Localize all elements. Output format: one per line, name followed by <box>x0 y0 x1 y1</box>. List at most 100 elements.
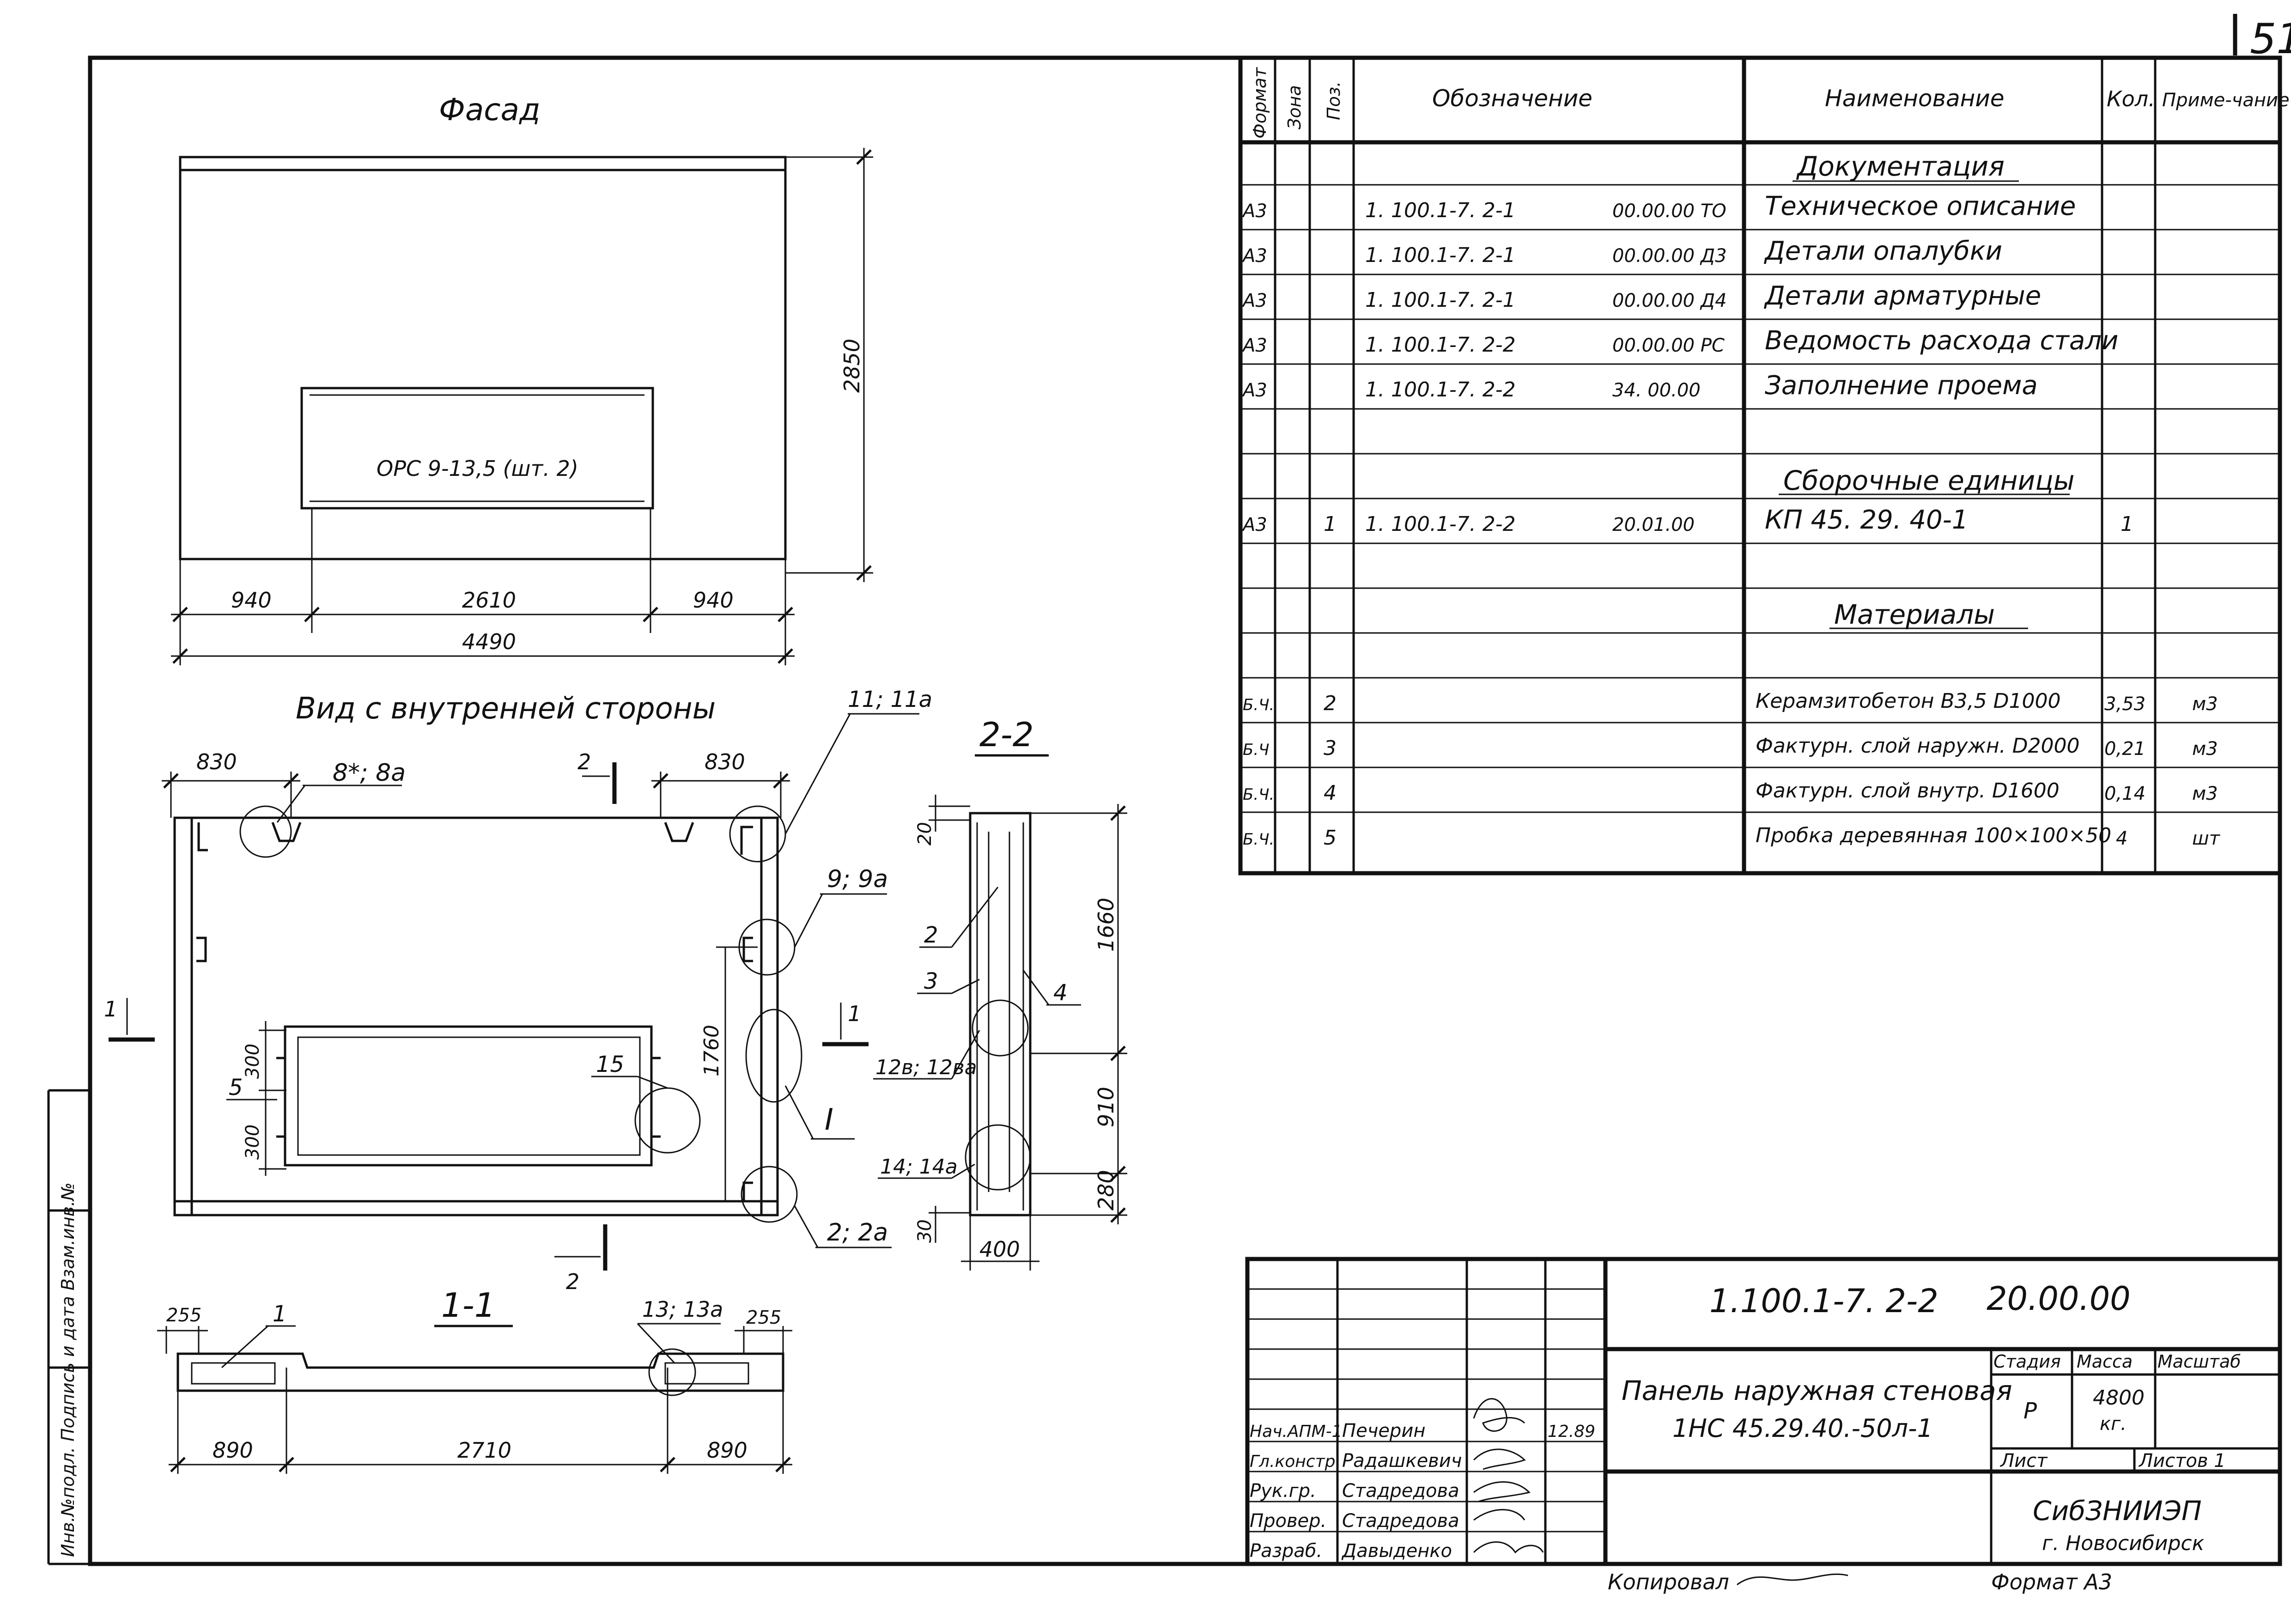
svg-text:А3: А3 <box>1241 290 1267 311</box>
svg-text:м3: м3 <box>2192 738 2218 760</box>
svg-text:1. 100.1-7. 2-2: 1. 100.1-7. 2-2 <box>1365 512 1516 536</box>
svg-text:4: 4 <box>2116 828 2127 849</box>
stage-label: Стадия <box>1993 1351 2061 1372</box>
hdr-note: Приме-чание <box>2162 90 2290 111</box>
svg-text:А3: А3 <box>1241 514 1267 535</box>
signature <box>1473 1481 1531 1502</box>
svg-text:00.00.00 Д4: 00.00.00 Д4 <box>1612 290 1727 311</box>
svg-text:00.00.00 ТО: 00.00.00 ТО <box>1612 201 1726 222</box>
section-materials: Материалы <box>1834 599 1995 630</box>
format-label: Формат А3 <box>1991 1569 2112 1594</box>
callout-p14: 14; 14а <box>880 1155 958 1179</box>
section-assemblies: Сборочные единицы <box>1783 465 2075 496</box>
dim-830-left: 830 <box>196 749 237 774</box>
svg-text:Техническое описание: Техническое описание <box>1765 191 2076 221</box>
sign-date: 12.89 <box>1548 1422 1595 1441</box>
callout-2: 2; 2а <box>827 1219 888 1247</box>
staff-name: Печерин <box>1342 1420 1425 1442</box>
signature <box>1473 1541 1544 1554</box>
section-11-profile <box>176 1352 784 1392</box>
svg-text:00.00.00 Д3: 00.00.00 Д3 <box>1612 245 1727 267</box>
dim-1760: 1760 <box>700 1025 723 1077</box>
svg-text:Пробка деревянная 100×100×50: Пробка деревянная 100×100×50 <box>1756 824 2111 847</box>
svg-text:1. 100.1-7. 2-1: 1. 100.1-7. 2-1 <box>1365 199 1516 222</box>
svg-text:Б.Ч.: Б.Ч. <box>1243 785 1274 804</box>
svg-text:Керамзитобетон В3,5 D1000: Керамзитобетон В3,5 D1000 <box>1756 689 2060 713</box>
spec-row: А3 1. 100.1-7. 2-1 00.00.00 Д3 Детали оп… <box>1241 236 2002 267</box>
hdr-zone: Зона <box>1284 85 1305 129</box>
product-name-1: Панель наружная стеновая <box>1622 1375 2012 1406</box>
spec-row: А3 1. 100.1-7. 2-2 34. 00.00 Заполнение … <box>1241 371 2038 401</box>
mass-unit: кг. <box>2100 1413 2127 1435</box>
stage-value: Р <box>2024 1398 2037 1424</box>
svg-text:шт: шт <box>2192 828 2221 849</box>
svg-text:34. 00.00: 34. 00.00 <box>1612 380 1701 401</box>
dim-940-right: 940 <box>693 588 734 613</box>
staff-name: Стадредова <box>1342 1480 1459 1502</box>
svg-text:3: 3 <box>1324 736 1337 760</box>
dim-300-a: 300 <box>242 1044 263 1079</box>
dim-30: 30 <box>914 1219 936 1243</box>
facade-view: Фасад ОРС 9-13,5 (шт. 2) 2850 940 2610 9… <box>171 92 873 665</box>
cut-2-bottom: 2 <box>566 1269 579 1294</box>
svg-text:1. 100.1-7. 2-2: 1. 100.1-7. 2-2 <box>1365 378 1516 401</box>
side-stamp-text: Инв.№подл. Подпись и дата Взам.инв.№ <box>58 1182 78 1557</box>
svg-text:0,14: 0,14 <box>2104 783 2145 804</box>
callout-11: 11; 11а <box>848 687 932 712</box>
sheet-label: Лист <box>1999 1450 2048 1472</box>
staff-role: Разраб. <box>1250 1540 1322 1562</box>
svg-text:Ведомость расхода стали: Ведомость расхода стали <box>1765 326 2118 356</box>
doc-code: 1.100.1-7. 2-2 <box>1709 1282 1939 1320</box>
staff-name: Давыденко <box>1341 1540 1452 1562</box>
callout-9: 9; 9а <box>827 865 888 893</box>
dim-300-b: 300 <box>242 1125 263 1160</box>
svg-text:м3: м3 <box>2192 783 2218 804</box>
dim-890-left: 890 <box>213 1438 253 1463</box>
copied-label: Копировал <box>1608 1569 1729 1594</box>
sheet-number: 51 <box>2250 15 2291 63</box>
product-name-2: 1НС 45.29.40.-50л-1 <box>1672 1414 1933 1443</box>
sheets-label: Листов 1 <box>2138 1450 2226 1472</box>
sheet-number-box: 51 <box>2233 14 2291 63</box>
callout-I: I <box>825 1103 833 1137</box>
dim-400: 400 <box>979 1237 1020 1262</box>
svg-text:Заполнение проема: Заполнение проема <box>1765 371 2038 401</box>
inner-panel <box>173 816 779 1216</box>
spec-table: Формат Зона Поз. Обозначение Наименовани… <box>1238 55 2290 876</box>
hdr-name: Наименование <box>1825 85 2005 112</box>
callout-8: 8*; 8а <box>333 759 406 787</box>
dim-940-left: 940 <box>231 588 272 613</box>
section-2-2: 2-2 1660 910 280 20 30 400 <box>873 715 1127 1271</box>
svg-text:А3: А3 <box>1241 380 1267 401</box>
svg-text:1: 1 <box>1324 512 1337 536</box>
staff-role: Провер. <box>1250 1510 1326 1532</box>
dim-910: 910 <box>1094 1087 1118 1127</box>
scale-label: Масштаб <box>2157 1351 2241 1372</box>
dim-280: 280 <box>1094 1170 1118 1210</box>
dim-2610: 2610 <box>462 588 516 613</box>
section-docs: Документация <box>1796 151 2005 182</box>
callout-p4: 4 <box>1053 980 1068 1006</box>
section-11-title: 1-1 <box>441 1286 496 1325</box>
organization: СибЗНИИЭП <box>2033 1495 2202 1527</box>
callout-p2: 2 <box>924 922 938 948</box>
callout-p3: 3 <box>924 968 938 994</box>
section-1-1: 1-1 255 255 890 2710 890 1 13; 13а <box>157 1286 792 1474</box>
dim-4490: 4490 <box>462 629 516 654</box>
doc-code-2: 20.00.00 <box>1987 1280 2131 1318</box>
dim-2710: 2710 <box>457 1438 511 1463</box>
svg-text:1. 100.1-7. 2-1: 1. 100.1-7. 2-1 <box>1365 243 1516 267</box>
side-stamp: Инв.№подл. Подпись и дата Взам.инв.№ <box>47 1089 90 1565</box>
section-22-title: 2-2 <box>979 715 1034 754</box>
svg-text:1. 100.1-7. 2-1: 1. 100.1-7. 2-1 <box>1365 288 1516 312</box>
hdr-format: Формат <box>1250 67 1270 139</box>
staff-role: Нач.АПМ-1 <box>1250 1422 1343 1441</box>
svg-text:1. 100.1-7. 2-2: 1. 100.1-7. 2-2 <box>1365 333 1516 357</box>
opening-label: ОРС 9-13,5 (шт. 2) <box>377 456 578 481</box>
svg-text:1: 1 <box>2121 512 2133 536</box>
svg-text:Детали арматурные: Детали арматурные <box>1763 281 2041 311</box>
city: г. Новосибирск <box>2042 1532 2205 1555</box>
copied-signature <box>1737 1573 1848 1586</box>
svg-text:А3: А3 <box>1241 201 1267 222</box>
